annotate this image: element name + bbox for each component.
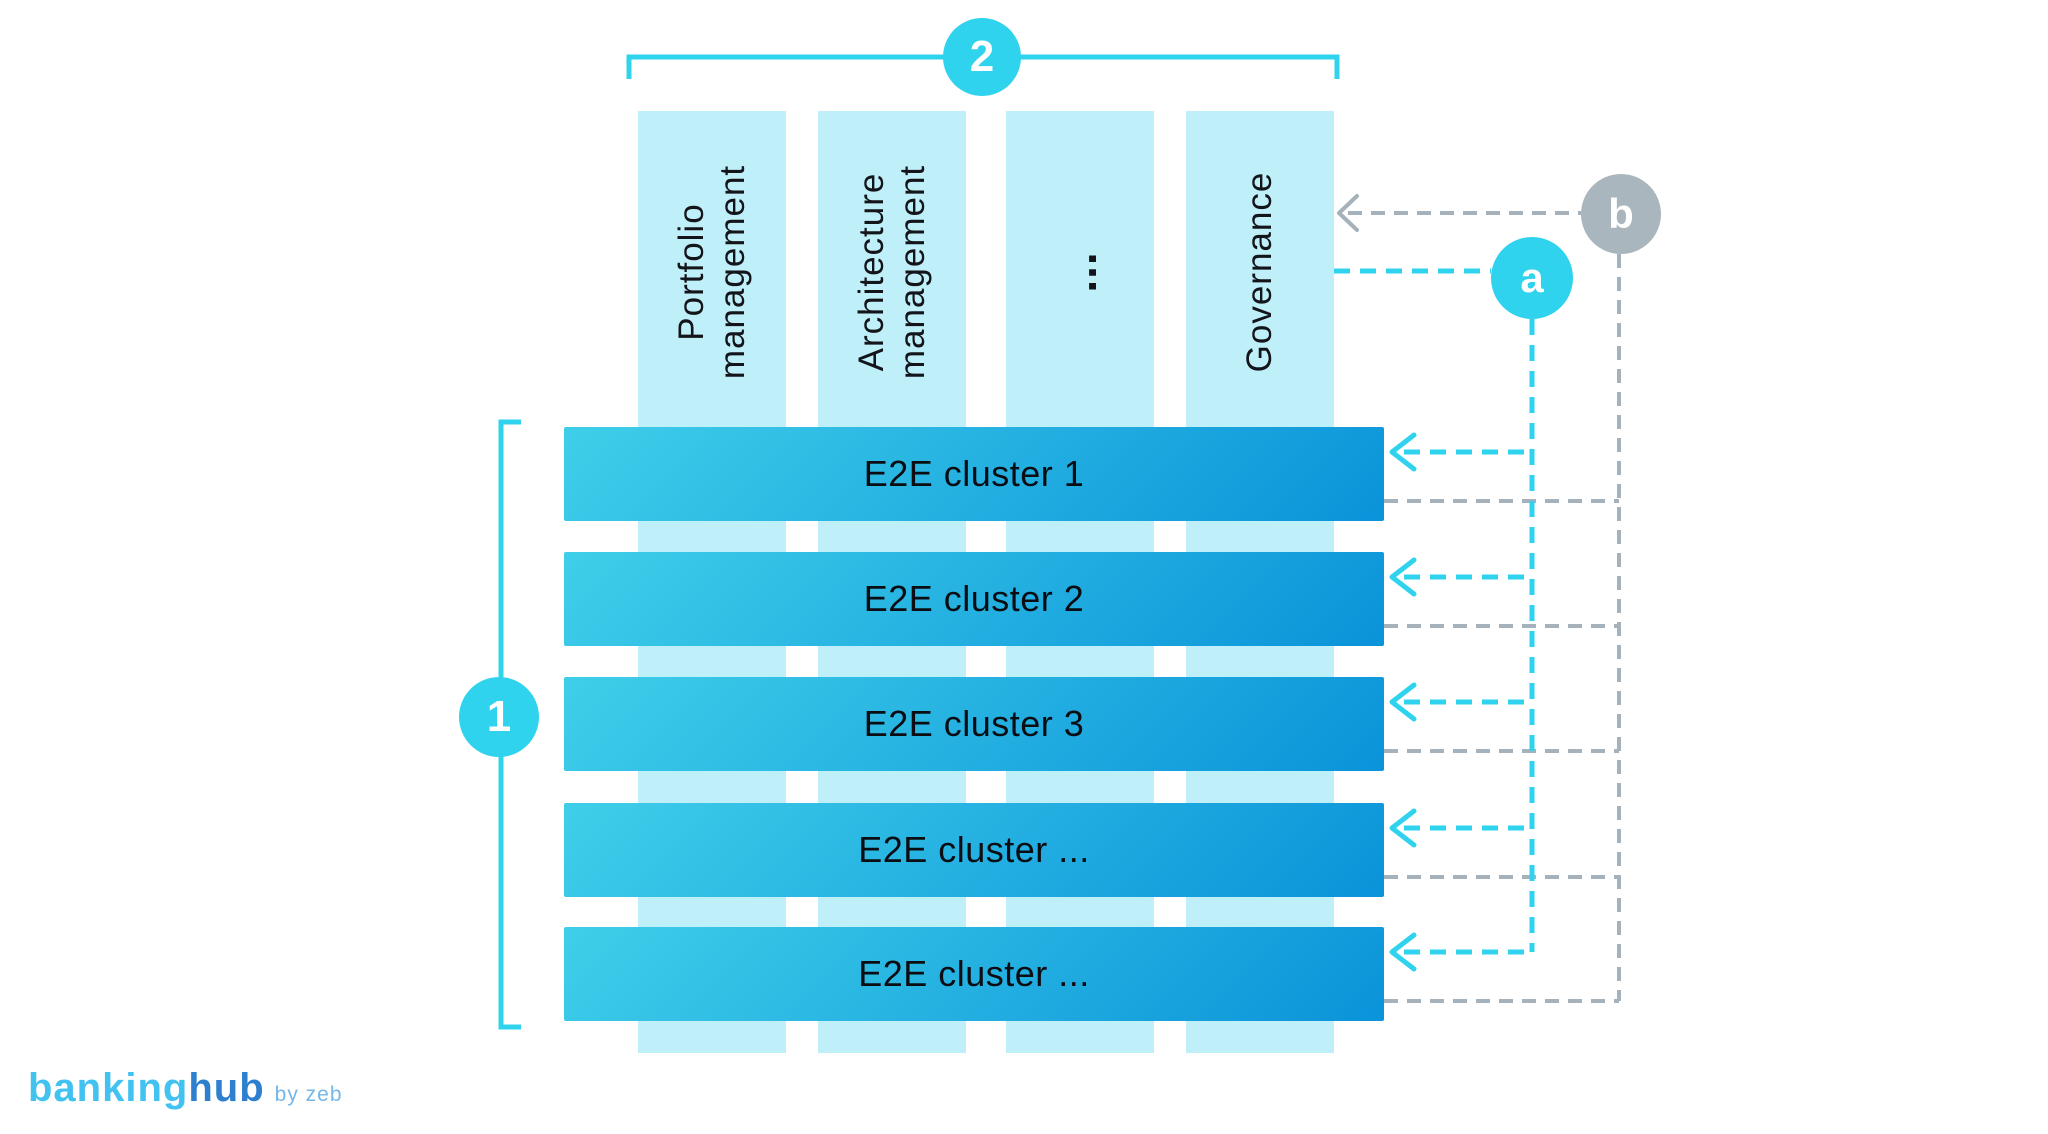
logo-byzeb: by zeb [274, 1083, 343, 1106]
cyan-arrowhead-bar-3 [1389, 682, 1417, 722]
marker-a: a [1491, 237, 1573, 319]
cluster-bar-2-label: E2E cluster 2 [863, 578, 1085, 619]
marker-b: b [1581, 174, 1661, 254]
cluster-bar-2: E2E cluster 2 [564, 552, 1384, 646]
cluster-bar-5-label: E2E cluster ... [858, 953, 1090, 994]
cyan-arrowhead-bar-2 [1389, 557, 1417, 597]
cluster-bar-4-label: E2E cluster ... [858, 829, 1090, 870]
cluster-bar-4: E2E cluster ... [564, 803, 1384, 897]
logo-hub: hub [188, 1066, 265, 1110]
cyan-arrowhead-bar-4 [1389, 808, 1417, 848]
marker-1: 1 [459, 677, 539, 757]
gray-arrowhead-top [1337, 194, 1359, 232]
cluster-bar-3: E2E cluster 3 [564, 677, 1384, 771]
cluster-bar-3-label: E2E cluster 3 [863, 703, 1085, 744]
cyan-bar-arrows [1389, 432, 1532, 972]
cyan-arrowhead-bar-5 [1389, 932, 1417, 972]
logo-banking: banking [28, 1066, 189, 1110]
cluster-bar-1: E2E cluster 1 [564, 427, 1384, 521]
cluster-bar-5: E2E cluster ... [564, 927, 1384, 1021]
cluster-bar-1-label: E2E cluster 1 [863, 453, 1085, 494]
cyan-arrowhead-bar-1 [1389, 432, 1417, 472]
marker-2: 2 [943, 18, 1021, 96]
